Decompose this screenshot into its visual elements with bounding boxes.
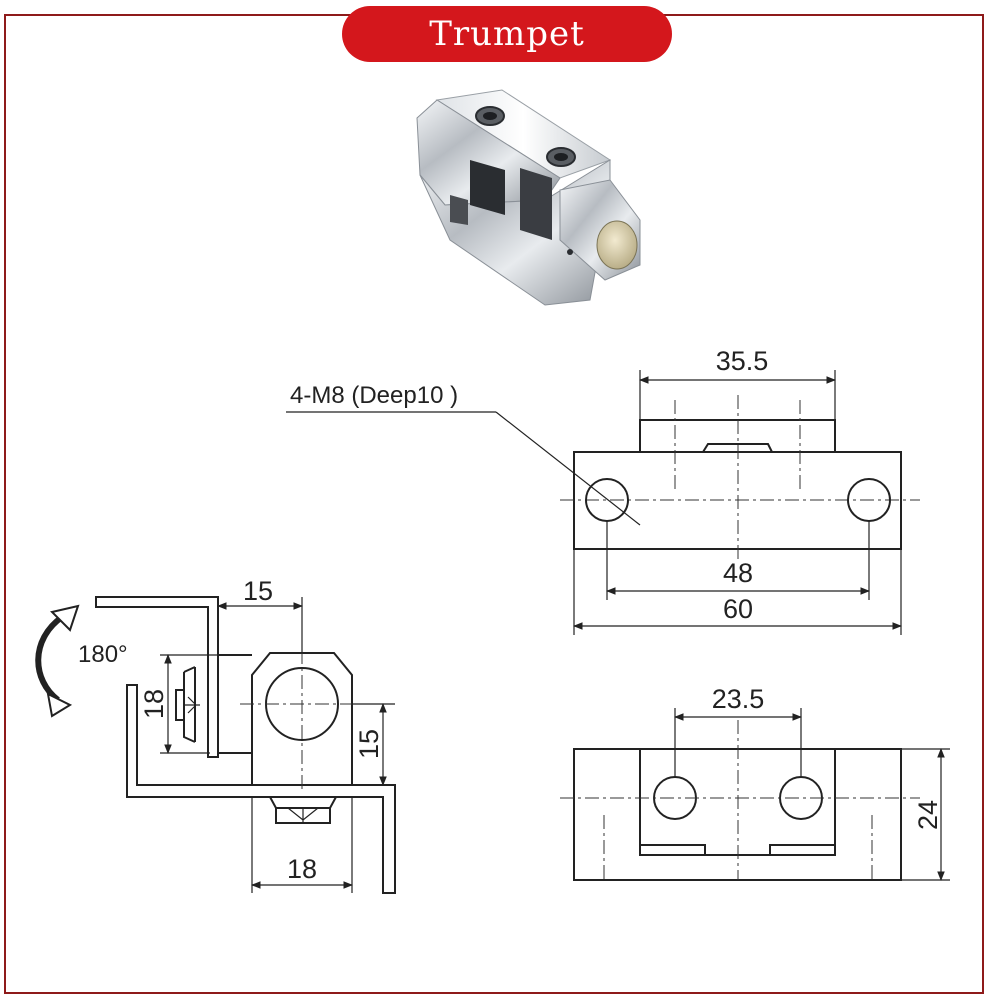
- side-dim-18-left: 18: [139, 689, 169, 719]
- side-dim-18-bottom: 18: [287, 854, 317, 884]
- side-dim-15-top: 15: [243, 576, 273, 606]
- dim-35-5: 35.5: [716, 346, 769, 376]
- side-view-drawing: [35, 596, 396, 894]
- dim-24: 24: [913, 800, 943, 830]
- banner-title: Trumpet: [429, 14, 585, 54]
- side-dim-15-right: 15: [354, 729, 384, 759]
- thread-note: 4-M8 (Deep10 ): [290, 382, 458, 409]
- dim-23-5: 23.5: [712, 684, 765, 714]
- title-banner: Trumpet: [342, 6, 672, 62]
- rotation-label: 180°: [78, 641, 128, 668]
- dim-48: 48: [723, 558, 753, 588]
- bottom-view-drawing: [560, 708, 950, 881]
- top-view-drawing: [286, 370, 920, 635]
- dim-60: 60: [723, 594, 753, 624]
- hinge-photo: [416, 89, 641, 306]
